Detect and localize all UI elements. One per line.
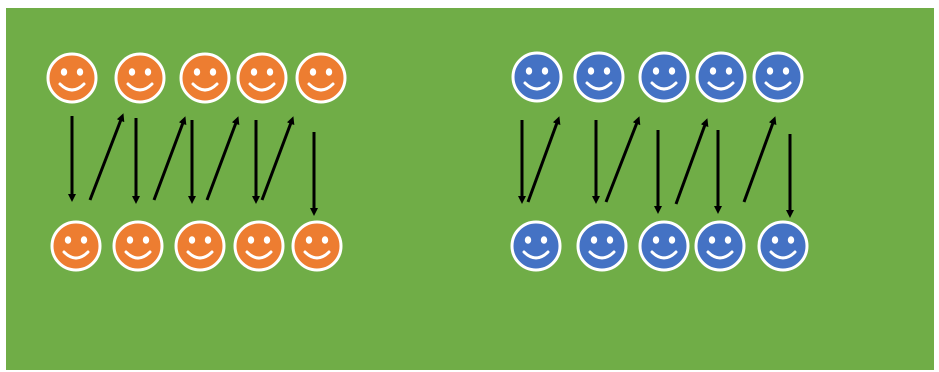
blue-smiley-face-icon-top xyxy=(695,51,747,103)
up-arrow-icon xyxy=(526,116,561,203)
blue-smiley-face-icon-bottom xyxy=(510,220,562,272)
up-arrow-icon xyxy=(205,116,240,201)
blue-smiley-face-icon-bottom xyxy=(576,220,628,272)
orange-smiley-face-icon-top xyxy=(114,52,166,104)
orange-smiley-face-icon-bottom xyxy=(50,220,102,272)
blue-smiley-face-icon-bottom xyxy=(757,220,809,272)
diagram-canvas xyxy=(6,8,934,370)
blue-smiley-face-icon-top xyxy=(752,51,804,103)
up-arrow-icon xyxy=(88,113,125,201)
blue-smiley-face-icon-top xyxy=(573,51,625,103)
orange-smiley-face-icon-bottom xyxy=(174,220,226,272)
blue-smiley-face-icon-top xyxy=(511,51,563,103)
up-arrow-icon xyxy=(604,116,641,203)
up-arrow-icon xyxy=(260,116,295,201)
up-arrow-icon xyxy=(674,118,709,205)
exchange-diagram xyxy=(6,8,934,370)
up-arrow-icon xyxy=(742,116,777,203)
orange-smiley-face-icon-bottom xyxy=(112,220,164,272)
orange-smiley-face-icon-bottom xyxy=(291,220,343,272)
orange-smiley-face-icon-top xyxy=(179,52,231,104)
orange-smiley-face-icon-top xyxy=(295,52,347,104)
up-arrow-icon xyxy=(152,116,187,201)
blue-smiley-face-icon-top xyxy=(638,51,690,103)
orange-smiley-face-icon-top xyxy=(46,52,98,104)
orange-smiley-face-icon-bottom xyxy=(233,220,285,272)
orange-smiley-face-icon-top xyxy=(236,52,288,104)
faces-layer xyxy=(46,51,809,272)
blue-smiley-face-icon-bottom xyxy=(694,220,746,272)
arrows-layer xyxy=(68,113,794,218)
blue-smiley-face-icon-bottom xyxy=(638,220,690,272)
